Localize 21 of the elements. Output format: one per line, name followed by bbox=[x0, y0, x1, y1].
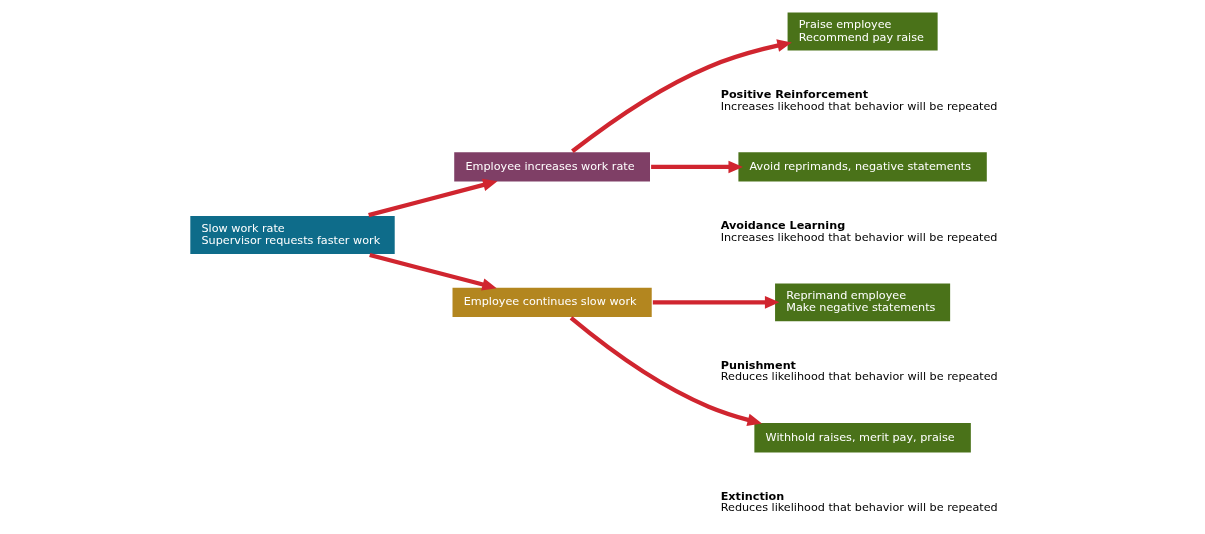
node-label: Punishment bbox=[720, 359, 796, 373]
node-label: Avoidance Learning bbox=[720, 219, 845, 233]
arrow bbox=[569, 316, 762, 427]
node-box: Employee increases work rate bbox=[452, 150, 652, 184]
node-box: Avoid reprimands, negative statements bbox=[736, 150, 988, 184]
node-box: Praise employee Recommend pay raise bbox=[785, 10, 939, 53]
node-label: Positive Reinforcement bbox=[720, 88, 868, 102]
node-box: Slow work rate Supervisor requests faster work bbox=[188, 214, 396, 256]
node-label: Reduces likelihood that behavior will be repeated bbox=[720, 370, 998, 384]
node-label: Increases likehood that behavior will be repeated bbox=[720, 99, 997, 113]
arrow bbox=[367, 178, 497, 218]
node-label: Extinction bbox=[720, 490, 784, 504]
arrow bbox=[368, 252, 497, 291]
node-box: Employee continues slow work bbox=[450, 285, 653, 319]
arrow bbox=[650, 160, 743, 174]
node-label: Reduces likelihood that behavior will be repeated bbox=[720, 501, 998, 515]
arrow bbox=[570, 39, 792, 153]
node-label: Increases likehood that behavior will be repeated bbox=[720, 230, 997, 244]
node-box: Withhold raises, merit pay, praise bbox=[752, 421, 973, 455]
node-box: Reprimand employee Make negative statements bbox=[772, 281, 952, 324]
arrow bbox=[652, 296, 779, 309]
